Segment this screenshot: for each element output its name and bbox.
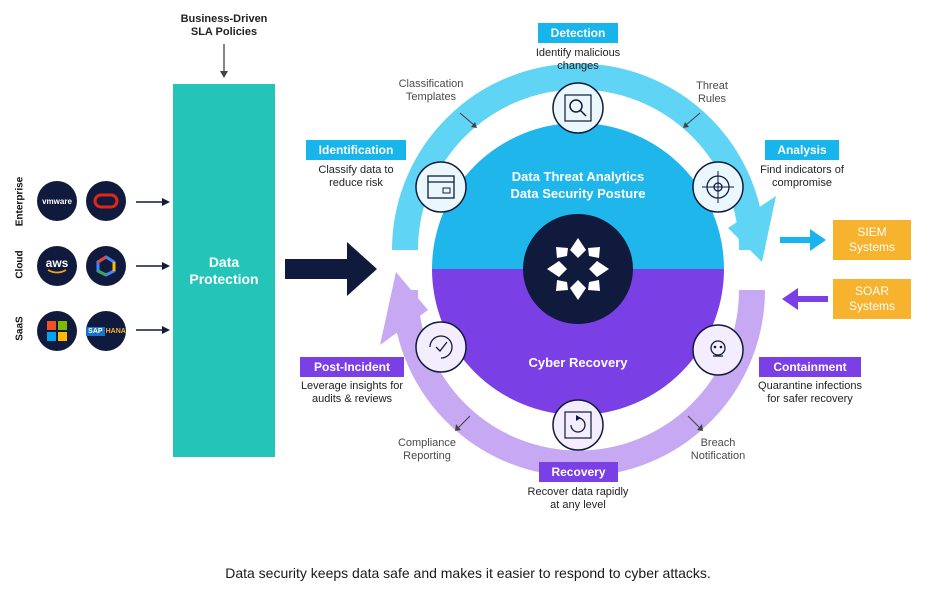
compliance-line1: Compliance <box>397 437 457 449</box>
soar-line2: Systems <box>848 299 895 313</box>
google-cloud-icon <box>96 255 116 277</box>
category-saas: SaaS <box>14 316 26 341</box>
arc-arrowhead-left <box>380 272 428 345</box>
containment-desc: Quarantine infections for safer recovery <box>745 380 875 406</box>
vmware-logo-text: vmware <box>42 196 72 206</box>
google-cloud-logo <box>86 246 126 286</box>
detection-desc-line2: changes <box>557 60 599 72</box>
post-incident-tag: Post-Incident <box>300 357 404 377</box>
siem-line1: SIEM <box>857 225 887 239</box>
breach-line1: Breach <box>700 437 736 449</box>
analysis-icon <box>692 161 744 213</box>
vmware-logo: vmware <box>37 181 77 221</box>
breach-arrow <box>687 415 703 431</box>
breach-notification-label: Breach Notification <box>676 437 760 463</box>
post-incident-desc-line1: Leverage insights for <box>300 380 404 392</box>
sap-hana-logo: SAP HANA <box>86 311 126 351</box>
classification-line1: Classification <box>398 78 464 90</box>
ring-bottom-title: Cyber Recovery <box>528 355 628 370</box>
sla-label-line1: Business-Driven <box>180 13 268 25</box>
inner-disc-bottom <box>432 269 724 415</box>
sla-label-line2: SLA Policies <box>190 26 258 38</box>
aws-logo: aws <box>37 246 77 286</box>
threat-rules-line2: Rules <box>697 93 727 105</box>
arc-arrowhead-right <box>728 196 776 262</box>
compliance-reporting-label: Compliance Reporting <box>380 437 474 463</box>
identification-desc-line1: Classify data to <box>318 164 394 176</box>
saas-arrow <box>136 326 170 334</box>
sla-arrow <box>220 44 228 78</box>
microsoft-logo <box>37 311 77 351</box>
ring-top-line1: Data Threat Analytics <box>511 169 645 184</box>
cloud-arrow <box>136 262 170 270</box>
containment-desc-line1: Quarantine infections <box>758 380 862 392</box>
soar-box: SOAR Systems <box>833 279 911 319</box>
microsoft-icon <box>47 321 67 341</box>
recovery-icon <box>552 399 604 451</box>
category-cloud: Cloud <box>14 250 26 279</box>
siem-line2: Systems <box>848 240 895 254</box>
category-enterprise: Enterprise <box>14 176 26 227</box>
aws-smile-icon <box>47 269 67 274</box>
identification-tag: Identification <box>306 140 406 160</box>
containment-icon <box>692 324 744 376</box>
security-cycle-diagram <box>380 63 776 477</box>
identification-desc: Classify data to reduce risk <box>296 164 416 190</box>
soar-arrow <box>782 288 828 310</box>
ring-top-title: Data Threat Analytics Data Security Post… <box>478 168 678 202</box>
analysis-desc: Find indicators of compromise <box>745 164 859 190</box>
classification-arrow <box>459 112 477 128</box>
identification-icon <box>415 161 467 213</box>
ring-top-line2: Data Security Posture <box>510 186 646 201</box>
recovery-desc-line1: Recover data rapidly <box>527 486 629 498</box>
post-incident-desc: Leverage insights for audits & reviews <box>287 380 417 406</box>
aws-logo-text: aws <box>45 256 69 270</box>
enterprise-arrow <box>136 198 170 206</box>
containment-tag: Containment <box>759 357 861 377</box>
sap-logo-text: SAP <box>86 326 105 336</box>
compliance-line2: Reporting <box>403 450 451 462</box>
data-protection-box <box>173 84 275 457</box>
analysis-desc-line2: compromise <box>772 177 832 189</box>
breach-line2: Notification <box>690 450 746 462</box>
recovery-tag: Recovery <box>539 462 618 482</box>
detection-desc-line1: Identify malicious <box>535 47 621 59</box>
post-incident-icon <box>415 321 467 373</box>
analysis-tag: Analysis <box>765 140 839 160</box>
center-logo-icon <box>547 238 609 300</box>
compliance-arrow <box>455 415 471 431</box>
post-incident-desc-line2: audits & reviews <box>311 393 393 405</box>
analysis-desc-line1: Find indicators of <box>760 164 844 176</box>
hana-logo-text: HANA <box>105 327 126 335</box>
threat-rules-arrow <box>683 112 701 128</box>
source-arrows <box>136 198 170 334</box>
siem-arrow <box>780 229 826 251</box>
sla-label: Business-Driven SLA Policies <box>160 13 288 39</box>
data-protection-line2: Protection <box>189 271 259 287</box>
inner-disc-top <box>432 123 724 269</box>
oracle-icon <box>93 193 119 209</box>
recovery-desc: Recover data rapidly at any level <box>503 486 653 512</box>
detection-tag: Detection <box>538 23 618 43</box>
classification-templates-label: Classification Templates <box>381 78 481 104</box>
classification-line2: Templates <box>405 91 457 103</box>
containment-desc-line2: for safer recovery <box>767 393 853 405</box>
figure-caption: Data security keeps data safe and makes … <box>225 565 711 581</box>
recovery-desc-line2: at any level <box>550 499 606 511</box>
siem-box: SIEM Systems <box>833 220 911 260</box>
threat-rules-line1: Threat <box>696 80 728 92</box>
oracle-logo <box>86 181 126 221</box>
detection-desc: Identify malicious changes <box>508 47 648 73</box>
soar-line1: SOAR <box>854 284 889 298</box>
threat-rules-label: Threat Rules <box>682 80 742 106</box>
main-flow-arrow <box>285 242 377 296</box>
detection-icon <box>552 82 604 134</box>
data-protection-line1: Data <box>208 254 240 270</box>
data-protection-label: Data Protection <box>173 254 275 288</box>
identification-desc-line2: reduce risk <box>329 177 383 189</box>
center-emblem <box>523 214 633 324</box>
